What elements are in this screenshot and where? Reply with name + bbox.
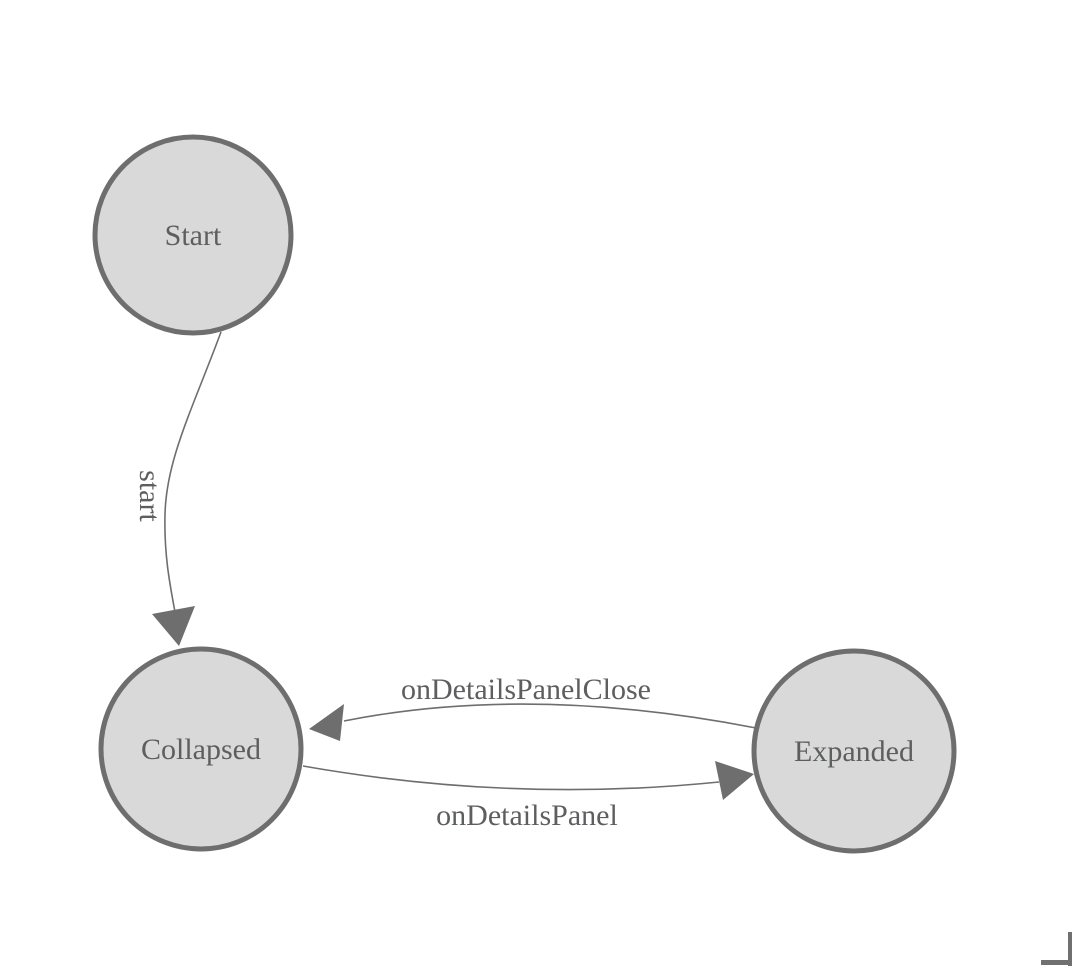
edge-ondetailspanel-arrowhead-icon: [715, 761, 754, 800]
edge-start-arrowhead-icon: [152, 606, 195, 646]
state-node-start[interactable]: Start: [92, 134, 294, 336]
edge-start-label: start: [133, 470, 166, 522]
edge-ondetailspanel-label: onDetailsPanel: [436, 799, 618, 832]
edge-ondetailspanelclose-arrowhead-icon: [309, 704, 344, 741]
edge-start: start: [133, 331, 222, 646]
edge-ondetailspanel-line: [302, 765, 720, 791]
edge-ondetailspanel: onDetailsPanel: [302, 761, 754, 832]
state-node-collapsed-circle[interactable]: [98, 646, 304, 852]
vertical-scrollbar-fragment[interactable]: [1068, 932, 1072, 966]
edge-ondetailspanelclose: onDetailsPanelClose: [309, 673, 757, 741]
state-node-expanded-label: Expanded: [794, 735, 914, 768]
state-node-start-circle[interactable]: [92, 134, 294, 336]
state-node-expanded[interactable]: Expanded: [751, 648, 957, 854]
state-node-start-label: Start: [165, 219, 222, 252]
horizontal-scrollbar-fragment[interactable]: [1041, 960, 1072, 965]
edge-ondetailspanelclose-line: [343, 703, 757, 729]
edge-start-line: [164, 331, 222, 613]
edge-ondetailspanelclose-label: onDetailsPanelClose: [401, 673, 651, 706]
state-node-collapsed[interactable]: Collapsed: [98, 646, 304, 852]
state-node-collapsed-label: Collapsed: [141, 733, 261, 766]
scrollbar-corner[interactable]: [1041, 932, 1072, 966]
state-node-expanded-circle[interactable]: [751, 648, 957, 854]
